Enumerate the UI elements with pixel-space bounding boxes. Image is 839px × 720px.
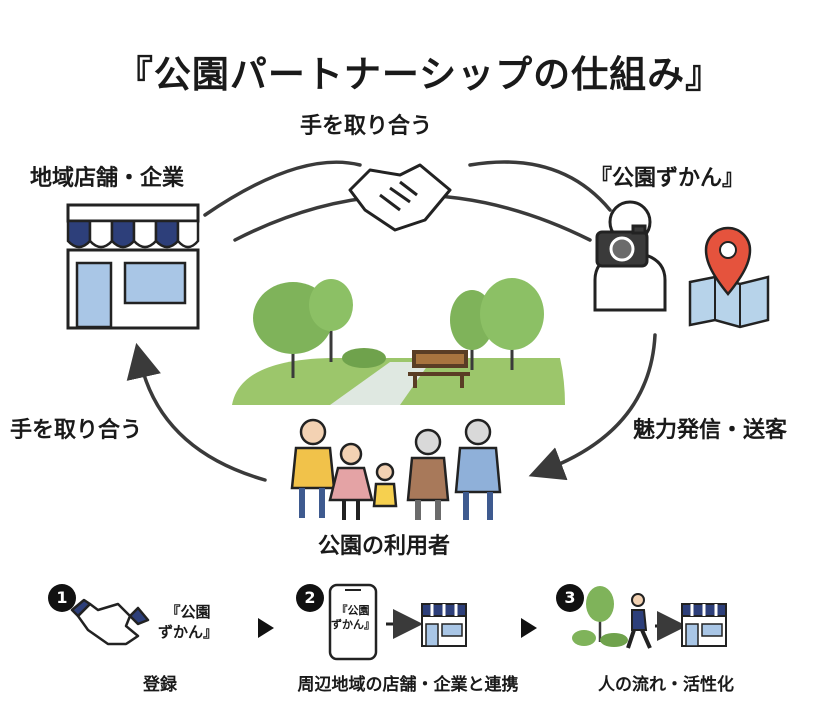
step-2-caption: 周辺地域の店舗・企業と連携	[297, 675, 519, 695]
step-2-number: 2	[296, 584, 324, 612]
node-users-label: 公園の利用者	[318, 534, 451, 559]
node-zukan-label: 『公園ずかん』	[590, 166, 745, 191]
node-stores-label: 地域店舗・企業	[30, 166, 185, 191]
left-arrow-label: 手を取り合う	[10, 418, 143, 443]
handshake-icon	[70, 598, 150, 646]
left-arrow	[126, 342, 267, 482]
park-icon	[232, 278, 565, 405]
bench-icon	[408, 350, 470, 388]
top-outer-arc	[203, 160, 362, 217]
map-pin-icon	[688, 226, 770, 329]
step-1-number: 1	[48, 584, 76, 612]
right-arrow-label: 魅力発信・送客	[633, 418, 788, 443]
camera-person-icon	[593, 200, 667, 312]
page-title: 『公園パートナーシップの仕組み』	[115, 53, 724, 96]
store-icon	[421, 603, 467, 647]
step-2-phone-text: 『公園 ずかん』	[331, 604, 375, 631]
store-icon	[681, 603, 727, 647]
top-arrow-label: 手を取り合う	[300, 114, 433, 139]
walking-person-icon	[626, 593, 652, 649]
tree-icon	[572, 586, 628, 647]
handshake-icon	[348, 163, 452, 232]
family-icon	[290, 418, 502, 520]
play-arrow-1	[258, 618, 274, 638]
store-icon	[66, 203, 200, 330]
right-arrow	[528, 333, 657, 481]
step-3-caption: 人の流れ・活性化	[598, 675, 734, 695]
play-arrow-2	[521, 618, 537, 638]
smartphone-icon	[328, 583, 378, 661]
step-1-caption: 登録	[143, 675, 177, 695]
step-3-number: 3	[556, 584, 584, 612]
step-1-zukan-text: 『公園 ずかん』	[157, 603, 218, 641]
top-outer-arc-right	[468, 160, 612, 212]
